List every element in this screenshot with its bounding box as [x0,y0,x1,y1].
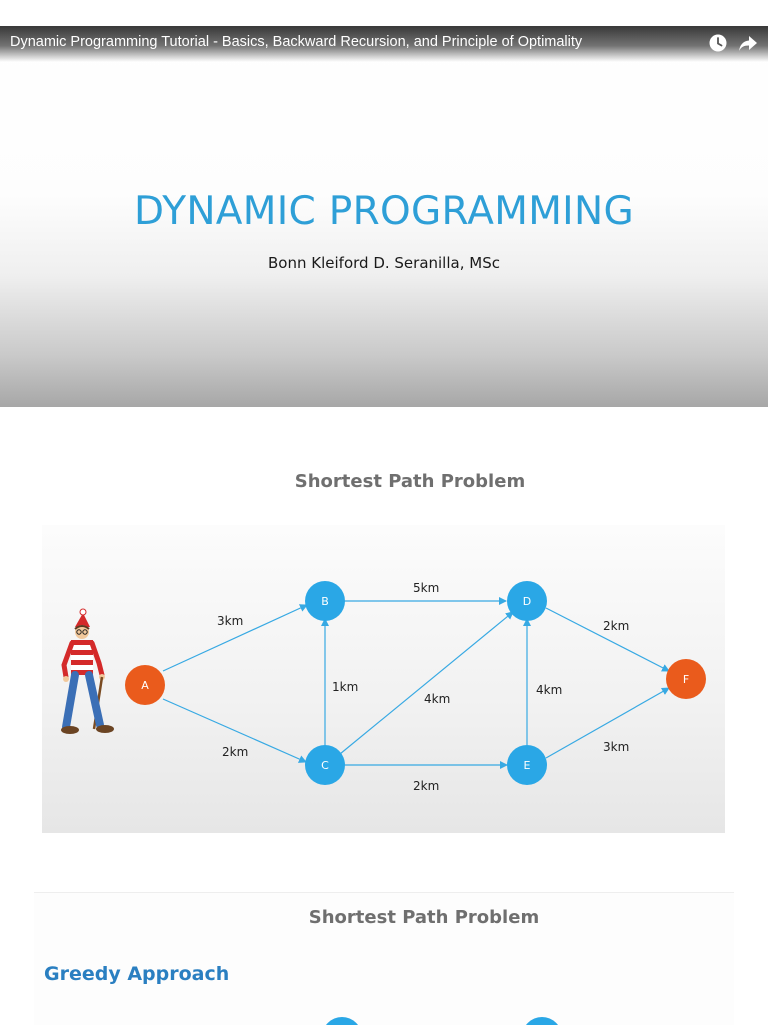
slide-heading: Shortest Path Problem [294,471,526,492]
node-label-f: F [683,673,689,686]
walker-figure [61,608,114,734]
video-title[interactable]: Dynamic Programming Tutorial - Basics, B… [10,34,583,50]
edge-label-e-d: 4km [536,683,562,697]
node-label-d: D [523,595,531,608]
edge-label-a-c: 2km [222,745,248,759]
node-f: F [666,659,706,699]
watch-later-icon[interactable] [708,33,728,53]
slide-author: Bonn Kleiford D. Seranilla, MSc [268,254,500,272]
graph-diagram: 3km 2km 1km 5km 4km 2km 4km 2km 3km A B [61,581,706,793]
node-label-c: C [321,759,329,772]
video-player[interactable]: Dynamic Programming Tutorial - Basics, B… [0,26,768,407]
edge-label-b-d: 5km [413,581,439,595]
edge-e-f [545,687,670,759]
edge-label-d-f: 2km [603,619,629,633]
graph-edges [162,597,670,769]
slide-shortest-path: Shortest Path Problem [0,407,768,877]
edge-label-c-d: 4km [424,692,450,706]
node-b: B [305,581,345,621]
node-label-a: A [141,679,149,692]
edge-a-c [162,698,307,763]
edge-label-c-e: 2km [413,779,439,793]
partial-graph [326,1017,558,1025]
node-a: A [125,665,165,705]
slide-heading: Shortest Path Problem [308,907,540,928]
share-icon[interactable] [738,33,758,53]
graph-panel: 3km 2km 1km 5km 4km 2km 4km 2km 3km A B [42,525,725,833]
edge-label-e-f: 3km [603,740,629,754]
slide-subheading: Greedy Approach [44,963,230,985]
node-d: D [507,581,547,621]
edge-label-a-b: 3km [217,614,243,628]
node-e: E [507,745,547,785]
edge-label-c-b: 1km [332,680,358,694]
node-label-b: B [321,595,329,608]
slide-title: DYNAMIC PROGRAMMING [134,189,634,234]
video-top-bar: Dynamic Programming Tutorial - Basics, B… [0,26,768,62]
node-label-e: E [524,759,531,772]
edge-a-b [162,604,308,672]
edge-d-f [545,607,670,672]
status-bar [0,0,768,26]
slide-greedy-approach: Shortest Path Problem Greedy Approach [34,892,734,1025]
node-c: C [305,745,345,785]
edge-c-d [339,611,514,755]
